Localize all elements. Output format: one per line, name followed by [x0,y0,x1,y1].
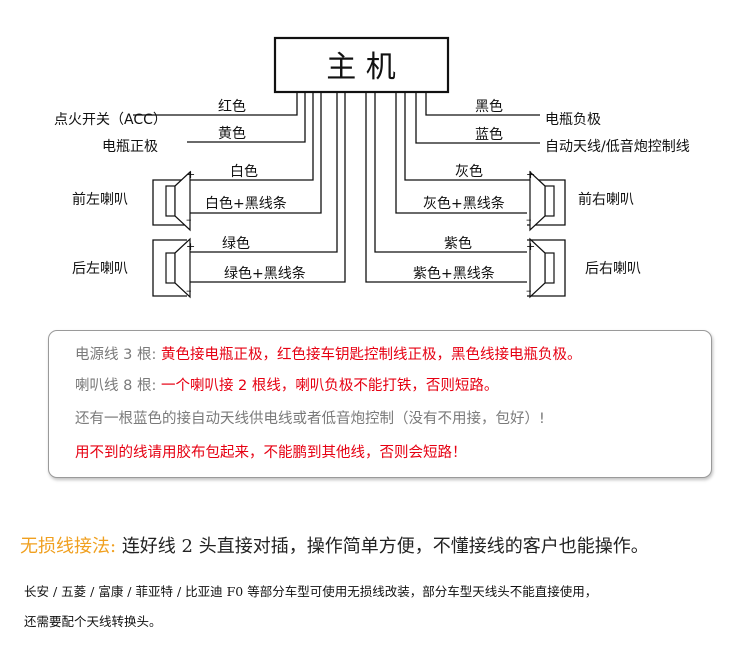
lossless-wiring-tip: 无损线接法: 连好线 2 头直接对插，操作简单方便，不懂接线的客户也能操作。 [20,532,649,558]
front-left-minus: – [186,213,192,226]
rear-right-plus: + [526,240,535,253]
unused-wire-note: 用不到的线请用胶布包起来，不能鹏到其他线，否则会短路！ [75,445,467,461]
wire-label-red: 红色 [218,98,246,115]
wiring-notes-box: 电源线 3 根: 黄色接电瓶正极，红色接车钥匙控制线正极，黑色线接电瓶负极。 喇… [48,330,712,478]
wire-green-path [187,92,338,253]
head-unit-box [273,36,450,94]
wire-label-purple: 紫色 [444,235,472,252]
wire-black-path [425,92,540,116]
rear-left-plus: + [186,240,195,253]
wire-gray-black-path [395,92,527,214]
front-right-speaker-label: 前右喇叭 [578,191,634,208]
wire-green-black-path [187,92,346,283]
speaker-note-label: 喇叭线 8 根: [75,378,157,394]
tip-text: 连好线 2 头直接对插，操作简单方便，不懂接线的客户也能操作。 [121,536,649,557]
wire-label-yellow: 黄色 [218,125,246,142]
power-note: 电源线 3 根: 黄色接电瓶正极，红色接车钥匙控制线正极，黑色线接电瓶负极。 [75,343,581,364]
wire-label-black: 黑色 [475,98,503,115]
wire-white-path [187,92,314,181]
wire-label-green: 绿色 [222,235,250,252]
rear-right-speaker-icon [529,237,555,299]
wire-label-blue: 蓝色 [475,126,503,143]
front-left-plus: + [186,168,195,181]
battery-positive-label: 电瓶正极 [102,139,158,155]
wire-blue-path [415,92,540,144]
wire-gray-path [404,92,527,181]
wire-label-purple-black: 紫色+黑线条 [413,265,495,282]
footer-line-2: 还需要配个天线转换头。 [24,614,162,629]
tip-label: 无损线接法: [20,536,117,557]
wire-label-green-black: 绿色+黑线条 [224,265,306,282]
wire-label-gray-black: 灰色+黑线条 [423,195,505,212]
front-right-minus: – [526,213,532,226]
wire-purple-black-path [365,92,527,283]
wiring-diagram: 主 机 点火开关（ACC） 电瓶正极 前左喇叭 后左喇叭 电瓶负极 自动天线/低… [54,36,690,299]
front-right-speaker-icon [529,170,555,232]
rear-left-minus: – [186,284,192,297]
wire-yellow-path [187,92,306,143]
rear-left-speaker-label: 后左喇叭 [72,261,128,277]
rear-left-speaker-icon [165,237,191,299]
head-unit-title: 主 机 [326,50,396,85]
power-note-text: 黄色接电瓶正极，红色接车钥匙控制线正极，黑色线接电瓶负极。 [160,347,582,363]
power-note-label: 电源线 3 根: [75,347,157,363]
front-left-speaker-icon [165,170,191,232]
blue-wire-note: 还有一根蓝色的接自动天线供电线或者低音炮控制（没有不用接，包好）! [75,411,545,427]
front-right-plus: + [526,168,535,181]
wire-red-path [133,92,298,116]
front-left-speaker-label: 前左喇叭 [72,191,128,208]
footer-line-1: 长安 / 五菱 / 富康 / 菲亚特 / 比亚迪 F0 等部分车型可使用无损线改… [24,584,598,599]
speaker-note: 喇叭线 8 根: 一个喇叭接 2 根线，喇叭负极不能打铁，否则短路。 [75,374,498,395]
rear-right-minus: – [526,284,532,297]
wire-white-black-path [187,92,322,214]
antenna-label: 自动天线/低音炮控制线 [545,138,690,155]
wire-label-white-black: 白色+黑线条 [205,195,287,212]
wire-label-white: 白色 [230,163,258,180]
rear-right-speaker-label: 后右喇叭 [585,261,641,277]
battery-negative-label: 电瓶负极 [545,112,601,128]
speaker-note-text: 一个喇叭接 2 根线，喇叭负极不能打铁，否则短路。 [160,378,499,394]
wire-label-gray: 灰色 [455,163,483,180]
wire-purple-path [374,92,527,253]
acc-label: 点火开关（ACC） [54,112,167,128]
